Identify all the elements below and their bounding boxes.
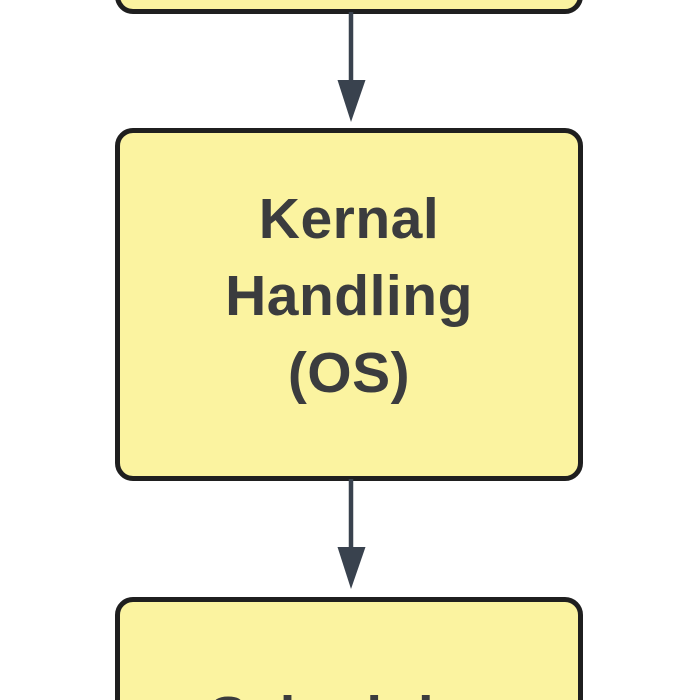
label-line: (OS) bbox=[287, 341, 411, 405]
label-line: Handling bbox=[225, 264, 473, 328]
node-label-scheduler: Scheduler bbox=[120, 679, 578, 700]
flowchart-node-scheduler[interactable]: Scheduler bbox=[115, 597, 583, 700]
node-label-kernal-handling: Kernal Handling (OS) bbox=[225, 181, 473, 412]
label-line: Scheduler bbox=[120, 679, 578, 700]
flowchart-node-kernal-handling[interactable]: Kernal Handling (OS) bbox=[115, 128, 583, 481]
label-line: Kernal bbox=[258, 187, 440, 251]
flowchart-node-top[interactable] bbox=[115, 0, 583, 14]
